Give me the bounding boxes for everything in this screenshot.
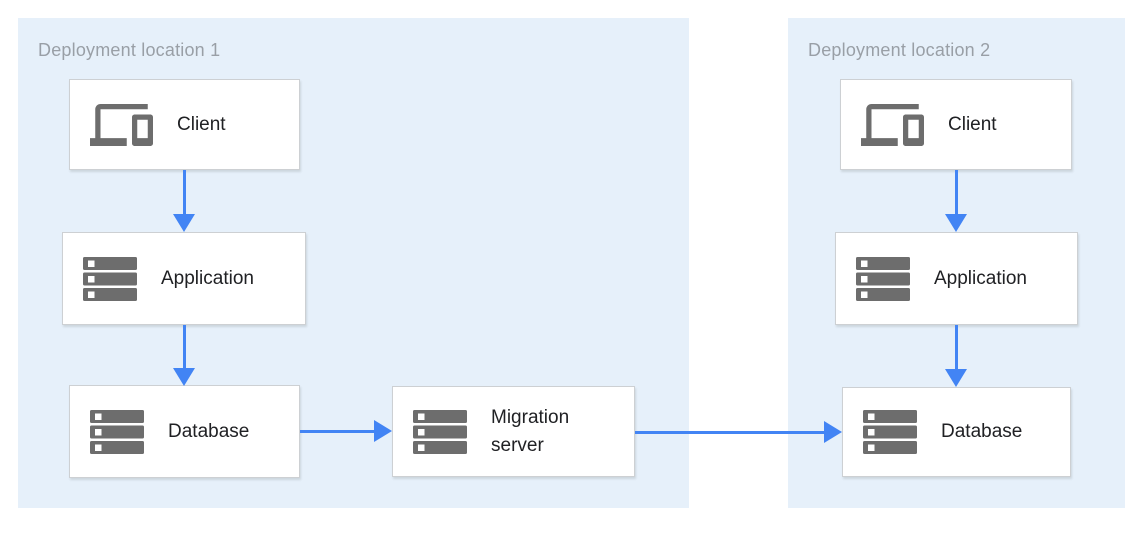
arrow-migration-to-db2-head	[824, 421, 842, 443]
node-label: Application	[161, 267, 254, 289]
node-label: Database	[168, 420, 250, 442]
node-application-1: Application	[62, 232, 306, 325]
arrow-app2-to-db2-shaft	[955, 325, 958, 369]
arrow-app1-to-db1-head	[173, 368, 195, 386]
arrow-client2-to-app2-shaft	[955, 170, 958, 216]
node-label: Application	[934, 267, 1027, 289]
node-client-2: Client	[840, 79, 1072, 170]
server-icon	[83, 256, 137, 301]
node-label: Migration server	[491, 406, 570, 456]
deployment-location-2-label: Deployment location 2	[808, 40, 991, 60]
arrow-app1-to-db1-shaft	[183, 325, 186, 368]
arrow-client2-to-app2-head	[945, 214, 967, 232]
arrow-client1-to-app1-head	[173, 214, 195, 232]
arrow-client1-to-app1-shaft	[183, 170, 186, 216]
devices-icon	[90, 103, 153, 146]
devices-icon	[861, 103, 924, 146]
node-label: Client	[948, 113, 997, 135]
node-migration-server: Migration server	[392, 386, 635, 477]
server-icon	[90, 409, 144, 454]
server-icon	[863, 410, 917, 454]
deployment-location-1-label: Deployment location 1	[38, 40, 221, 60]
node-client-1: Client	[69, 79, 300, 170]
arrow-app2-to-db2-head	[945, 369, 967, 387]
node-label: Client	[177, 113, 226, 135]
arrow-db1-to-migration-shaft	[300, 430, 375, 433]
arrow-migration-to-db2-shaft	[635, 431, 825, 434]
node-database-2: Database	[842, 387, 1071, 477]
node-application-2: Application	[835, 232, 1078, 325]
arrow-db1-to-migration-head	[374, 420, 392, 442]
node-label: Database	[941, 421, 1023, 442]
node-database-1: Database	[69, 385, 300, 478]
server-icon	[856, 256, 910, 301]
server-icon	[413, 409, 467, 454]
